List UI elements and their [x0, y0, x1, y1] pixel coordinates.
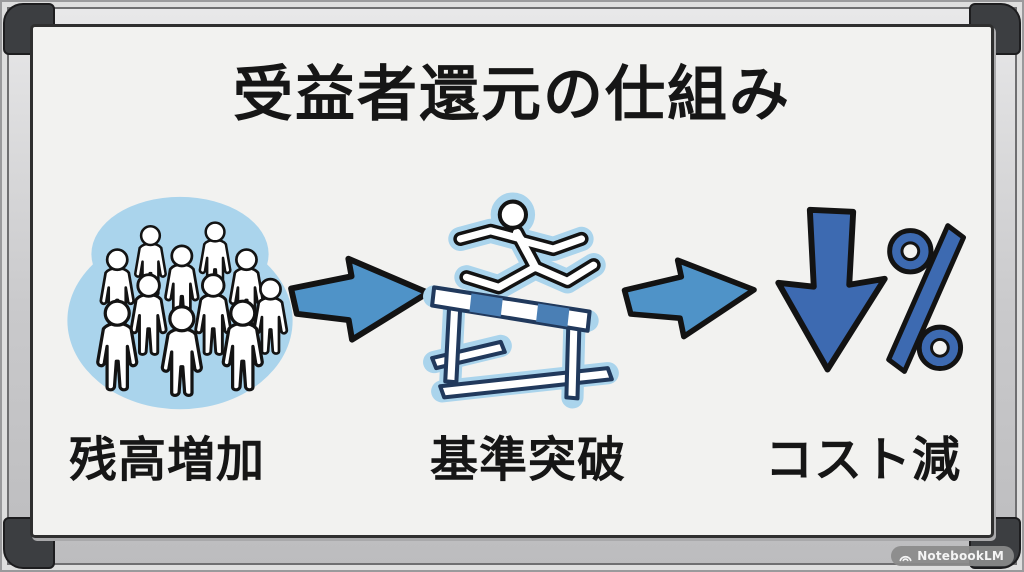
step-label-threshold-breakthrough: 基準突破: [429, 432, 627, 488]
step-label-cost-reduction: コスト減: [764, 432, 962, 488]
watermark-label: NotebookLM: [917, 549, 1004, 563]
right-arrow-icon-1: [288, 255, 431, 343]
right-arrow-icon-2: [621, 257, 757, 340]
page-title: 受益者還元の仕組み: [233, 60, 791, 130]
crowd-icon: [67, 196, 293, 410]
watermark-badge: NotebookLM: [891, 546, 1014, 566]
step-label-balance-increase: 残高増加: [68, 432, 266, 488]
hurdle-runner-icon: [423, 192, 619, 409]
notebooklm-logo-icon: [899, 550, 912, 563]
percent-decrease-icon: [775, 206, 967, 374]
